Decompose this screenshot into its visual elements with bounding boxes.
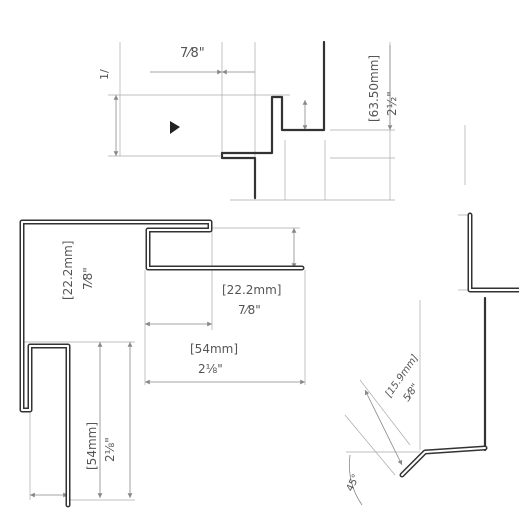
low-54-frac-label: 2⅛": [103, 437, 117, 462]
mid-54-mm-label: [54mm]: [190, 342, 238, 356]
top-profile-shape: [220, 40, 326, 200]
left-profile-group: [22.2mm] 7⁄8" [22.2mm] 7⁄8" [54mm] 2⅛" […: [19, 219, 306, 508]
mid-right-mm-label: [22.2mm]: [222, 283, 281, 297]
left-profile-inner: [21, 221, 303, 506]
br-angle-label: 45°: [345, 473, 362, 494]
mid-left-frac-label: 7⁄8": [81, 267, 95, 290]
mid-right-frac-label: 7⁄8": [238, 303, 261, 317]
br-frac-label: 5⁄8": [401, 382, 421, 404]
top-fragment-label: 1/: [98, 69, 111, 80]
br-ext-diag2: [344, 414, 396, 476]
right-profile-inner: [469, 214, 519, 291]
br-angle-arc: [348, 454, 363, 506]
mid-54-frac-label: 2⅛": [198, 362, 223, 376]
br-dim-diag: [364, 389, 403, 466]
right-profile-group: [15.9mm] 5⁄8" 45°: [344, 125, 519, 506]
right-profile-shape: [467, 212, 519, 293]
low-54-mm-label: [54mm]: [85, 422, 99, 470]
top-frac-label: 7⁄8": [180, 46, 205, 61]
top-profile-group: 7⁄8" 1/ [63.50mm] 2½": [98, 40, 399, 201]
play-triangle-icon: [170, 121, 180, 134]
top-mm-label: [63.50mm]: [367, 55, 381, 122]
br-profile-inner: [401, 447, 486, 476]
top-frac2-label: 2½": [385, 91, 399, 116]
mid-left-mm-label: [22.2mm]: [61, 241, 75, 300]
